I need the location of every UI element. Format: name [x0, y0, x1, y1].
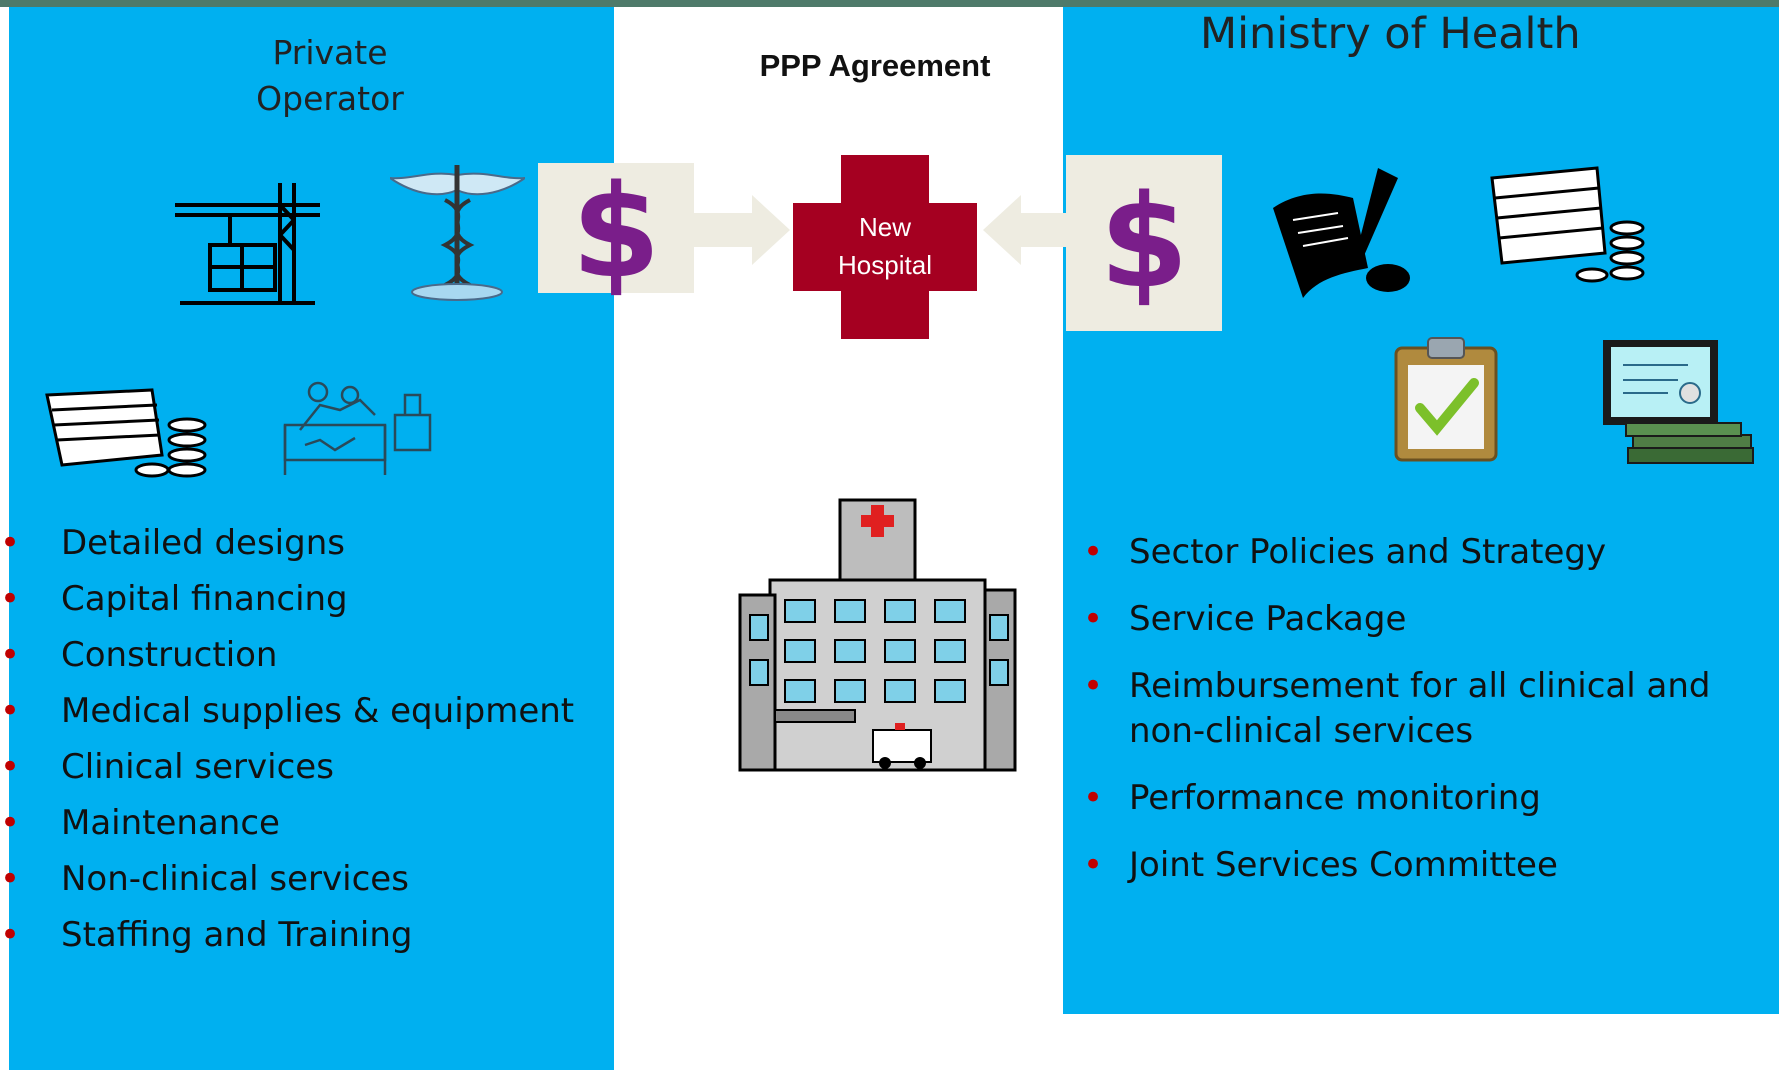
hospital-building-icon: [738, 498, 1017, 772]
dollar-sign-left: $: [571, 158, 661, 307]
list-item: Capital financing: [0, 571, 614, 627]
list-item: Performance monitoring: [1083, 776, 1763, 821]
money-stack-icon-right: [1490, 166, 1645, 283]
checklist-clipboard-icon: [1394, 337, 1498, 462]
list-item: Joint Services Committee: [1083, 843, 1763, 888]
ministry-of-health-title: Ministry of Health: [1200, 9, 1581, 59]
list-item: Maintenance: [0, 795, 614, 851]
list-item: Reimbursement for all clinical and non-c…: [1083, 664, 1763, 754]
list-item: Staffing and Training: [0, 907, 614, 963]
payment-box-left: $: [538, 163, 694, 303]
right-arrow-icon: [680, 195, 790, 265]
ppp-agreement-title: PPP Agreement: [759, 48, 991, 83]
list-item: Construction: [0, 627, 614, 683]
certificate-books-icon: [1603, 340, 1754, 464]
crane-icon: [175, 183, 320, 305]
red-cross-icon: [793, 155, 977, 339]
signed-document-icon: [1273, 168, 1410, 298]
ministry-responsibilities: Sector Policies and Strategy Service Pac…: [1083, 530, 1763, 910]
dollar-sign-right: $: [1099, 168, 1189, 317]
private-operator-title: Private Operator: [256, 33, 404, 118]
left-arrow-icon: [983, 195, 1093, 265]
top-border: [0, 0, 1779, 7]
list-item: Service Package: [1083, 597, 1763, 642]
list-item: Medical supplies & equipment: [0, 683, 614, 739]
list-item: Clinical services: [0, 739, 614, 795]
patient-bed-icon: [283, 381, 432, 475]
new-hospital-label: New Hospital: [838, 212, 932, 280]
money-stack-icon: [45, 388, 207, 478]
list-item: Detailed designs: [0, 515, 614, 571]
private-operator-responsibilities: Detailed designs Capital financing Const…: [0, 515, 614, 963]
payment-box-right: $: [1066, 155, 1222, 331]
list-item: Sector Policies and Strategy: [1083, 530, 1763, 575]
list-item: Non-clinical services: [0, 851, 614, 907]
caduceus-icon: [390, 165, 525, 301]
